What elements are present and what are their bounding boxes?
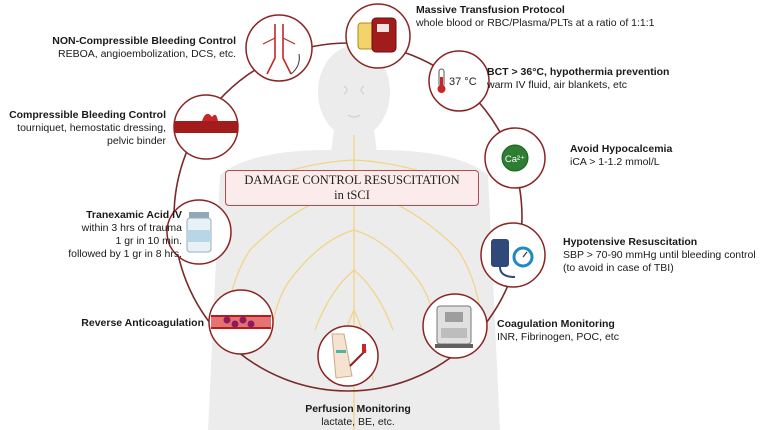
vial-icon (166, 199, 232, 265)
label-title: Perfusion Monitoring (305, 403, 411, 415)
blood-pressure-cuff-icon (480, 222, 546, 288)
label-desc: (to avoid in case of TBI) (563, 262, 674, 274)
label-bct: BCT > 36°C, hypothermia prevention warm … (487, 66, 669, 92)
coagulation-analyzer-icon (422, 293, 488, 359)
label-title: Massive Transfusion Protocol (416, 4, 565, 16)
vascular-anatomy-icon (245, 14, 313, 82)
label-desc: lactate, BE, etc. (321, 416, 395, 428)
calcium-icon: Ca²⁺ (484, 127, 546, 189)
central-title-line2: in tSCI (334, 188, 370, 202)
label-desc: 1 gr in 10 min. (115, 235, 182, 247)
label-title: Tranexamic Acid IV (86, 209, 182, 221)
label-title: BCT > 36°C, hypothermia prevention (487, 66, 670, 78)
label-hypocalcemia: Avoid Hypocalcemia iCA > 1-1.2 mmol/L (570, 143, 672, 169)
iv-arm-icon (317, 325, 379, 387)
label-hypotensive: Hypotensive Resuscitation SBP > 70-90 mm… (563, 236, 756, 275)
label-desc: followed by 1 gr in 8 hrs. (68, 248, 182, 260)
label-desc: INR, Fibrinogen, POC, etc (497, 331, 619, 343)
central-title-box: DAMAGE CONTROL RESUSCITATION in tSCI (225, 170, 479, 206)
label-title: NON-Compressible Bleeding Control (52, 35, 236, 47)
label-desc: REBOA, angioembolization, DCS, etc. (58, 48, 236, 60)
label-desc: pelvic binder (107, 135, 166, 147)
label-coagulation: Coagulation Monitoring INR, Fibrinogen, … (497, 318, 619, 344)
label-title: Coagulation Monitoring (497, 318, 615, 330)
temperature-readout: 37 °C (449, 76, 477, 88)
label-non-compressible: NON-Compressible Bleeding Control REBOA,… (40, 35, 236, 61)
label-title: Hypotensive Resuscitation (563, 236, 698, 248)
label-desc: iCA > 1-1.2 mmol/L (570, 156, 660, 168)
label-massive-transfusion: Massive Transfusion Protocol whole blood… (416, 4, 655, 30)
label-compressible: Compressible Bleeding Control tourniquet… (4, 109, 166, 148)
label-title: Reverse Anticoagulation (81, 317, 204, 329)
calcium-ion-label: Ca²⁺ (505, 154, 525, 165)
central-title-line1: DAMAGE CONTROL RESUSCITATION (244, 173, 460, 187)
label-desc: within 3 hrs of trauma (81, 222, 182, 234)
blood-vessel-icon (208, 289, 274, 355)
label-desc: whole blood or RBC/Plasma/PLTs at a rati… (416, 17, 655, 29)
label-reverse-anticoag: Reverse Anticoagulation (40, 317, 204, 330)
thermometer-icon: 37 °C (428, 50, 490, 112)
label-desc: tourniquet, hemostatic dressing, (17, 122, 166, 134)
bleeding-vessel-icon (173, 94, 239, 160)
label-desc: SBP > 70-90 mmHg until bleeding control (563, 249, 756, 261)
label-perfusion: Perfusion Monitoring lactate, BE, etc. (298, 403, 418, 429)
label-title: Avoid Hypocalcemia (570, 143, 673, 155)
label-desc: warm IV fluid, air blankets, etc (487, 79, 628, 91)
label-title: Compressible Bleeding Control (9, 109, 166, 121)
label-tranexamic: Tranexamic Acid IV within 3 hrs of traum… (40, 209, 182, 261)
blood-bag-icon (345, 3, 411, 69)
